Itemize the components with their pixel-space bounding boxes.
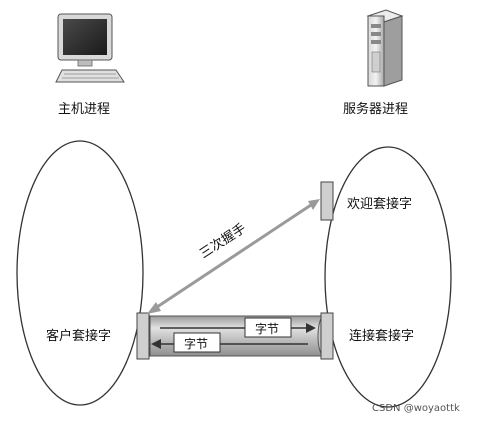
watermark: CSDN @woyaottk — [372, 403, 460, 414]
handshake-arrow — [147, 199, 320, 314]
server-process-label: 服务器进程 — [343, 102, 409, 117]
server-ellipse — [324, 146, 452, 408]
client-socket-label: 客户套接字 — [46, 329, 112, 344]
connection-socket-label: 连接套接字 — [349, 329, 415, 344]
host-process-label: 主机进程 — [58, 102, 111, 117]
server-tower-icon — [366, 9, 404, 87]
bytes-right-label-box — [244, 317, 292, 338]
host-ellipse — [16, 140, 144, 406]
bytes-right-label: 字节 — [255, 322, 280, 336]
connection-socket-box — [320, 312, 334, 360]
welcome-socket-box — [320, 181, 334, 221]
bytes-left-label-box — [173, 332, 221, 353]
bytes-left-label: 字节 — [184, 337, 209, 351]
client-socket-box — [136, 312, 150, 360]
welcome-socket-label: 欢迎套接字 — [347, 197, 413, 212]
computer-icon — [55, 13, 125, 83]
